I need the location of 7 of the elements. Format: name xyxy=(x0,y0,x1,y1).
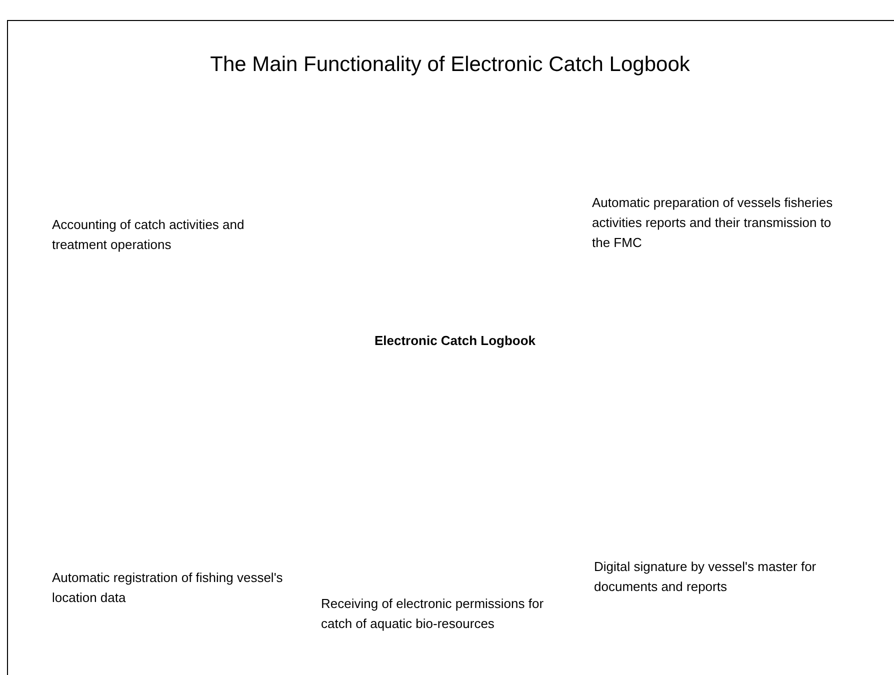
function-text: Automatic registration of fishing vessel's location data xyxy=(52,569,284,607)
function-text: Automatic preparation of vessels fisheries activities reports and their transmission to the FMC xyxy=(592,194,834,252)
function-text: Digital signature by vessel's master for documents and reports xyxy=(594,558,818,596)
function-text: Receiving of electronic permissions for catch of aquatic bio-resources xyxy=(321,595,545,633)
central-heading: Electronic Catch Logbook xyxy=(373,332,537,350)
title: The Main Functionality of Electronic Catch Logbook xyxy=(209,52,691,78)
function-text: Accounting of catch activities and treatment operations xyxy=(52,216,246,254)
